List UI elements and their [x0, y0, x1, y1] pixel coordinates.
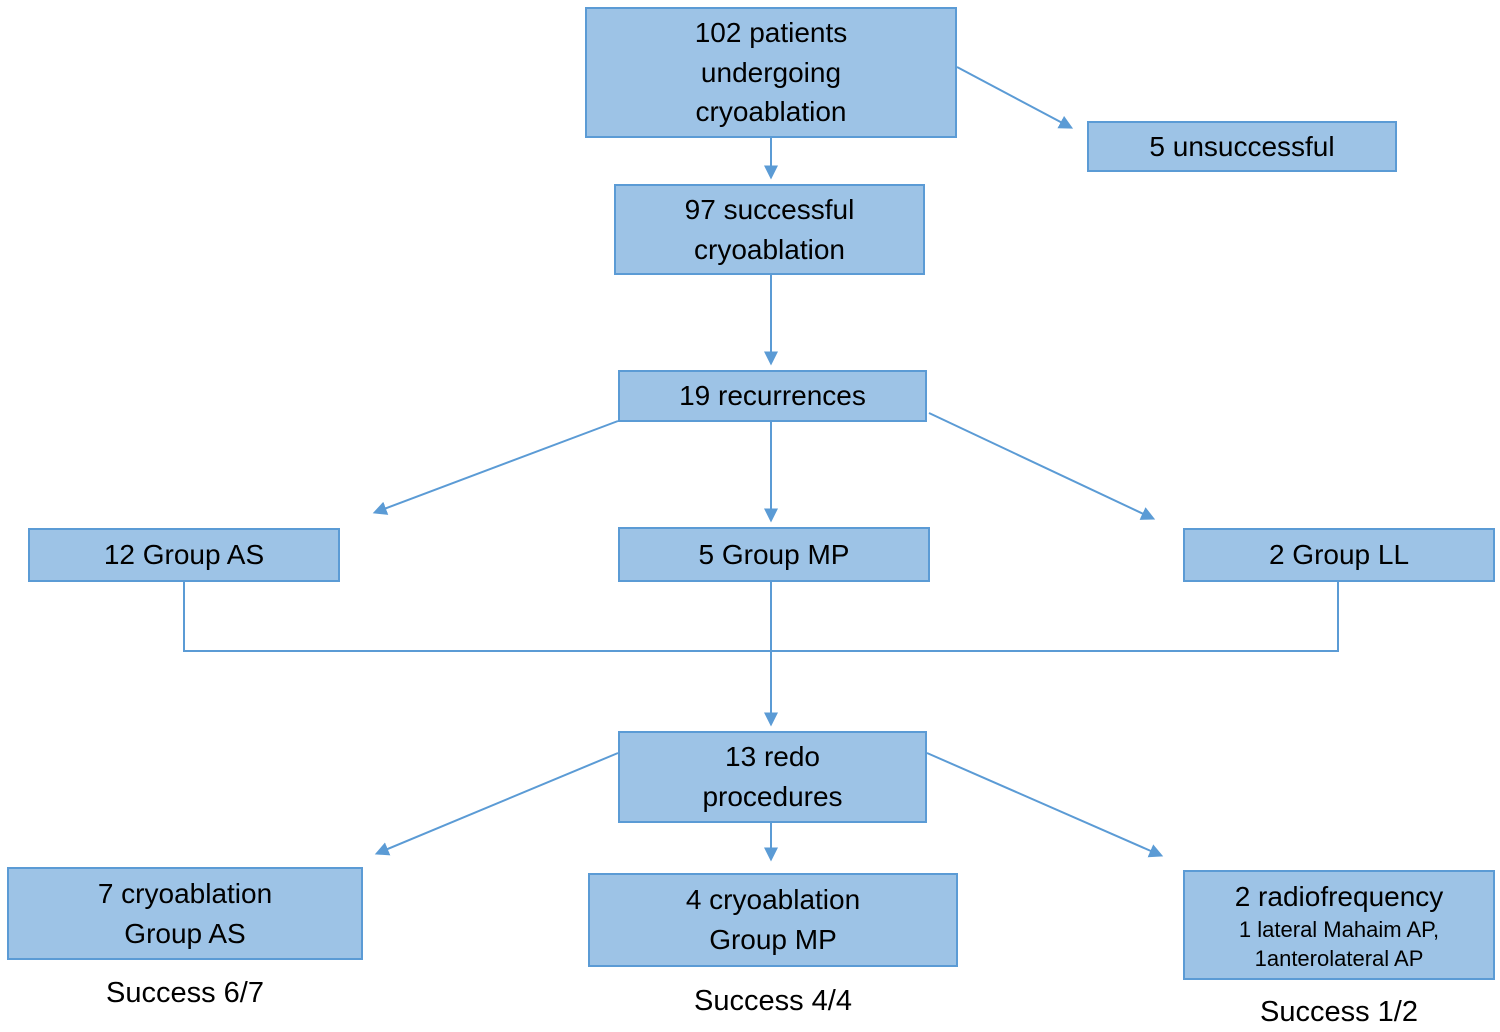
- node-redo-procedures: 13 redo procedures: [618, 731, 927, 823]
- node-label: 2 radiofrequency: [1234, 880, 1444, 912]
- node-group-as: 12 Group AS: [28, 528, 340, 582]
- node-sublabel: 1 lateral Mahaim AP, 1anterolateral AP: [1238, 917, 1440, 971]
- node-label: 97 successful cryoablation: [684, 193, 855, 265]
- node-label: 2 Group LL: [1268, 539, 1410, 571]
- node-label: 5 Group MP: [698, 538, 850, 570]
- success-label-group-as: Success 6/7: [106, 977, 264, 1009]
- node-label: 19 recurrences: [679, 380, 866, 412]
- node-label: 7 cryoablation Group AS: [97, 877, 273, 949]
- node-successful-cryoablation: 97 successful cryoablation: [614, 184, 925, 275]
- node-label: 12 Group AS: [103, 539, 265, 571]
- node-cryoablation-group-as: 7 cryoablation Group AS: [7, 867, 363, 960]
- node-label: 5 unsuccessful: [1149, 130, 1335, 162]
- edge-initial-unsuccessful: [956, 66, 1074, 129]
- edge-redo-cryo-as: [374, 752, 619, 856]
- edge-groups-merge: [183, 582, 1339, 652]
- node-label: 4 cryoablation Group MP: [685, 884, 861, 955]
- success-label-radiofrequency: Success 1/2: [1260, 996, 1418, 1028]
- node-unsuccessful: 5 unsuccessful: [1087, 121, 1397, 172]
- node-label: 102 patients undergoing cryoablation: [694, 16, 848, 128]
- node-radiofrequency: 2 radiofrequency 1 lateral Mahaim AP, 1a…: [1183, 870, 1495, 980]
- node-recurrences: 19 recurrences: [618, 370, 927, 422]
- success-label-group-mp: Success 4/4: [694, 985, 852, 1017]
- edge-recurrences-group-as: [372, 420, 619, 515]
- node-group-ll: 2 Group LL: [1183, 528, 1495, 582]
- edge-recurrences-group-ll: [928, 412, 1156, 520]
- edge-redo-radiofrequency: [926, 752, 1164, 858]
- node-cryoablation-group-mp: 4 cryoablation Group MP: [588, 873, 958, 967]
- node-group-mp: 5 Group MP: [618, 527, 930, 582]
- node-label: 13 redo procedures: [702, 741, 843, 812]
- node-patients-undergoing-cryoablation: 102 patients undergoing cryoablation: [585, 7, 957, 138]
